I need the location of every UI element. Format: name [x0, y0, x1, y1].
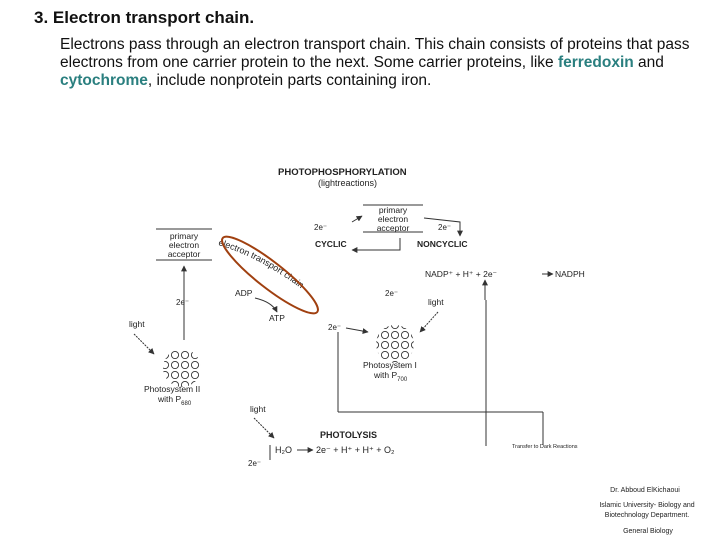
ps1-subscript: 700 [397, 377, 408, 383]
e-label-bottom: 2e⁻ [248, 459, 261, 468]
etc-label: electron transport chain [217, 237, 305, 290]
cyclic-label: CYCLIC [315, 239, 347, 249]
ps2-subscript: 680 [181, 401, 192, 407]
h2o-label: H₂O [275, 445, 292, 455]
ferredoxin-highlight: ferredoxin [557, 54, 634, 71]
credit-affiliation-1: Islamic University- Biology and [599, 502, 695, 509]
credit-affiliation-2: Biotechnology Department. [604, 512, 690, 519]
light-label-right: light [428, 297, 444, 307]
transfer-dark-label: Transfer to Dark Reactions [512, 444, 578, 450]
slide-paragraph: Electrons pass through an electron trans… [60, 36, 692, 90]
light-label-bottom: light [250, 404, 266, 414]
acceptor-left-line-2: electron [169, 240, 200, 250]
e-label-top-left: 2e⁻ [314, 223, 327, 232]
primary-acceptor-left: primary electron acceptor [156, 228, 212, 261]
adp-label: ADP [235, 288, 253, 298]
ps2-with: with P [157, 394, 181, 404]
ps2-label: Photosystem II [144, 384, 200, 394]
nadph-label: NADPH [555, 269, 585, 279]
e-label-mid: 2e⁻ [385, 289, 398, 298]
atp-label: ATP [269, 313, 285, 323]
diagram-subheading: (lightreactions) [318, 178, 377, 188]
paragraph-text-3: , include nonprotein parts containing ir… [147, 72, 432, 89]
svg-text:with P680: with P680 [157, 394, 192, 407]
credit-author: Dr. Abboud ElKichaoui [610, 487, 680, 494]
ps1-label: Photosystem I [363, 360, 417, 370]
e-label-left: 2e⁻ [176, 298, 189, 307]
acceptor-top-line-2: electron [378, 214, 409, 224]
etc-highlight-oval [221, 235, 319, 315]
photolysis-equation: 2e⁻ + H⁺ + H⁺ + O₂ [316, 445, 395, 455]
photosystem-2: Photosystem II with P680 [144, 349, 201, 407]
light-label-left: light [129, 319, 145, 329]
acceptor-top-line-3: acceptor [377, 223, 410, 233]
e-label-top-right: 2e⁻ [438, 223, 451, 232]
paragraph-text-2: and [633, 54, 664, 71]
e-label-ps1: 2e⁻ [328, 323, 341, 332]
nadp-equation: NADP⁺ + H⁺ + 2e⁻ [425, 269, 498, 279]
cytochrome-highlight: cytochrome [60, 72, 148, 89]
acceptor-left-line-1: primary [170, 231, 199, 241]
photosystem-1: Photosystem I with P700 [363, 325, 417, 383]
diagram-heading: PHOTOPHOSPHORYLATION [278, 167, 407, 178]
slide-title: 3. Electron transport chain. [34, 8, 255, 27]
acceptor-top-line-1: primary [379, 205, 408, 215]
photolysis-label: PHOTOLYSIS [320, 430, 377, 440]
photophosphorylation-diagram: PHOTOPHOSPHORYLATION (lightreactions) pr… [129, 167, 585, 468]
ps1-with: with P [373, 370, 397, 380]
paragraph-text-1: Electrons pass through an electron trans… [60, 36, 690, 71]
primary-acceptor-top: primary electron acceptor [363, 204, 423, 233]
acceptor-left-line-3: acceptor [168, 249, 201, 259]
noncyclic-label: NONCYCLIC [417, 239, 468, 249]
svg-text:with P700: with P700 [373, 370, 408, 383]
credit-course: General Biology [623, 528, 673, 535]
